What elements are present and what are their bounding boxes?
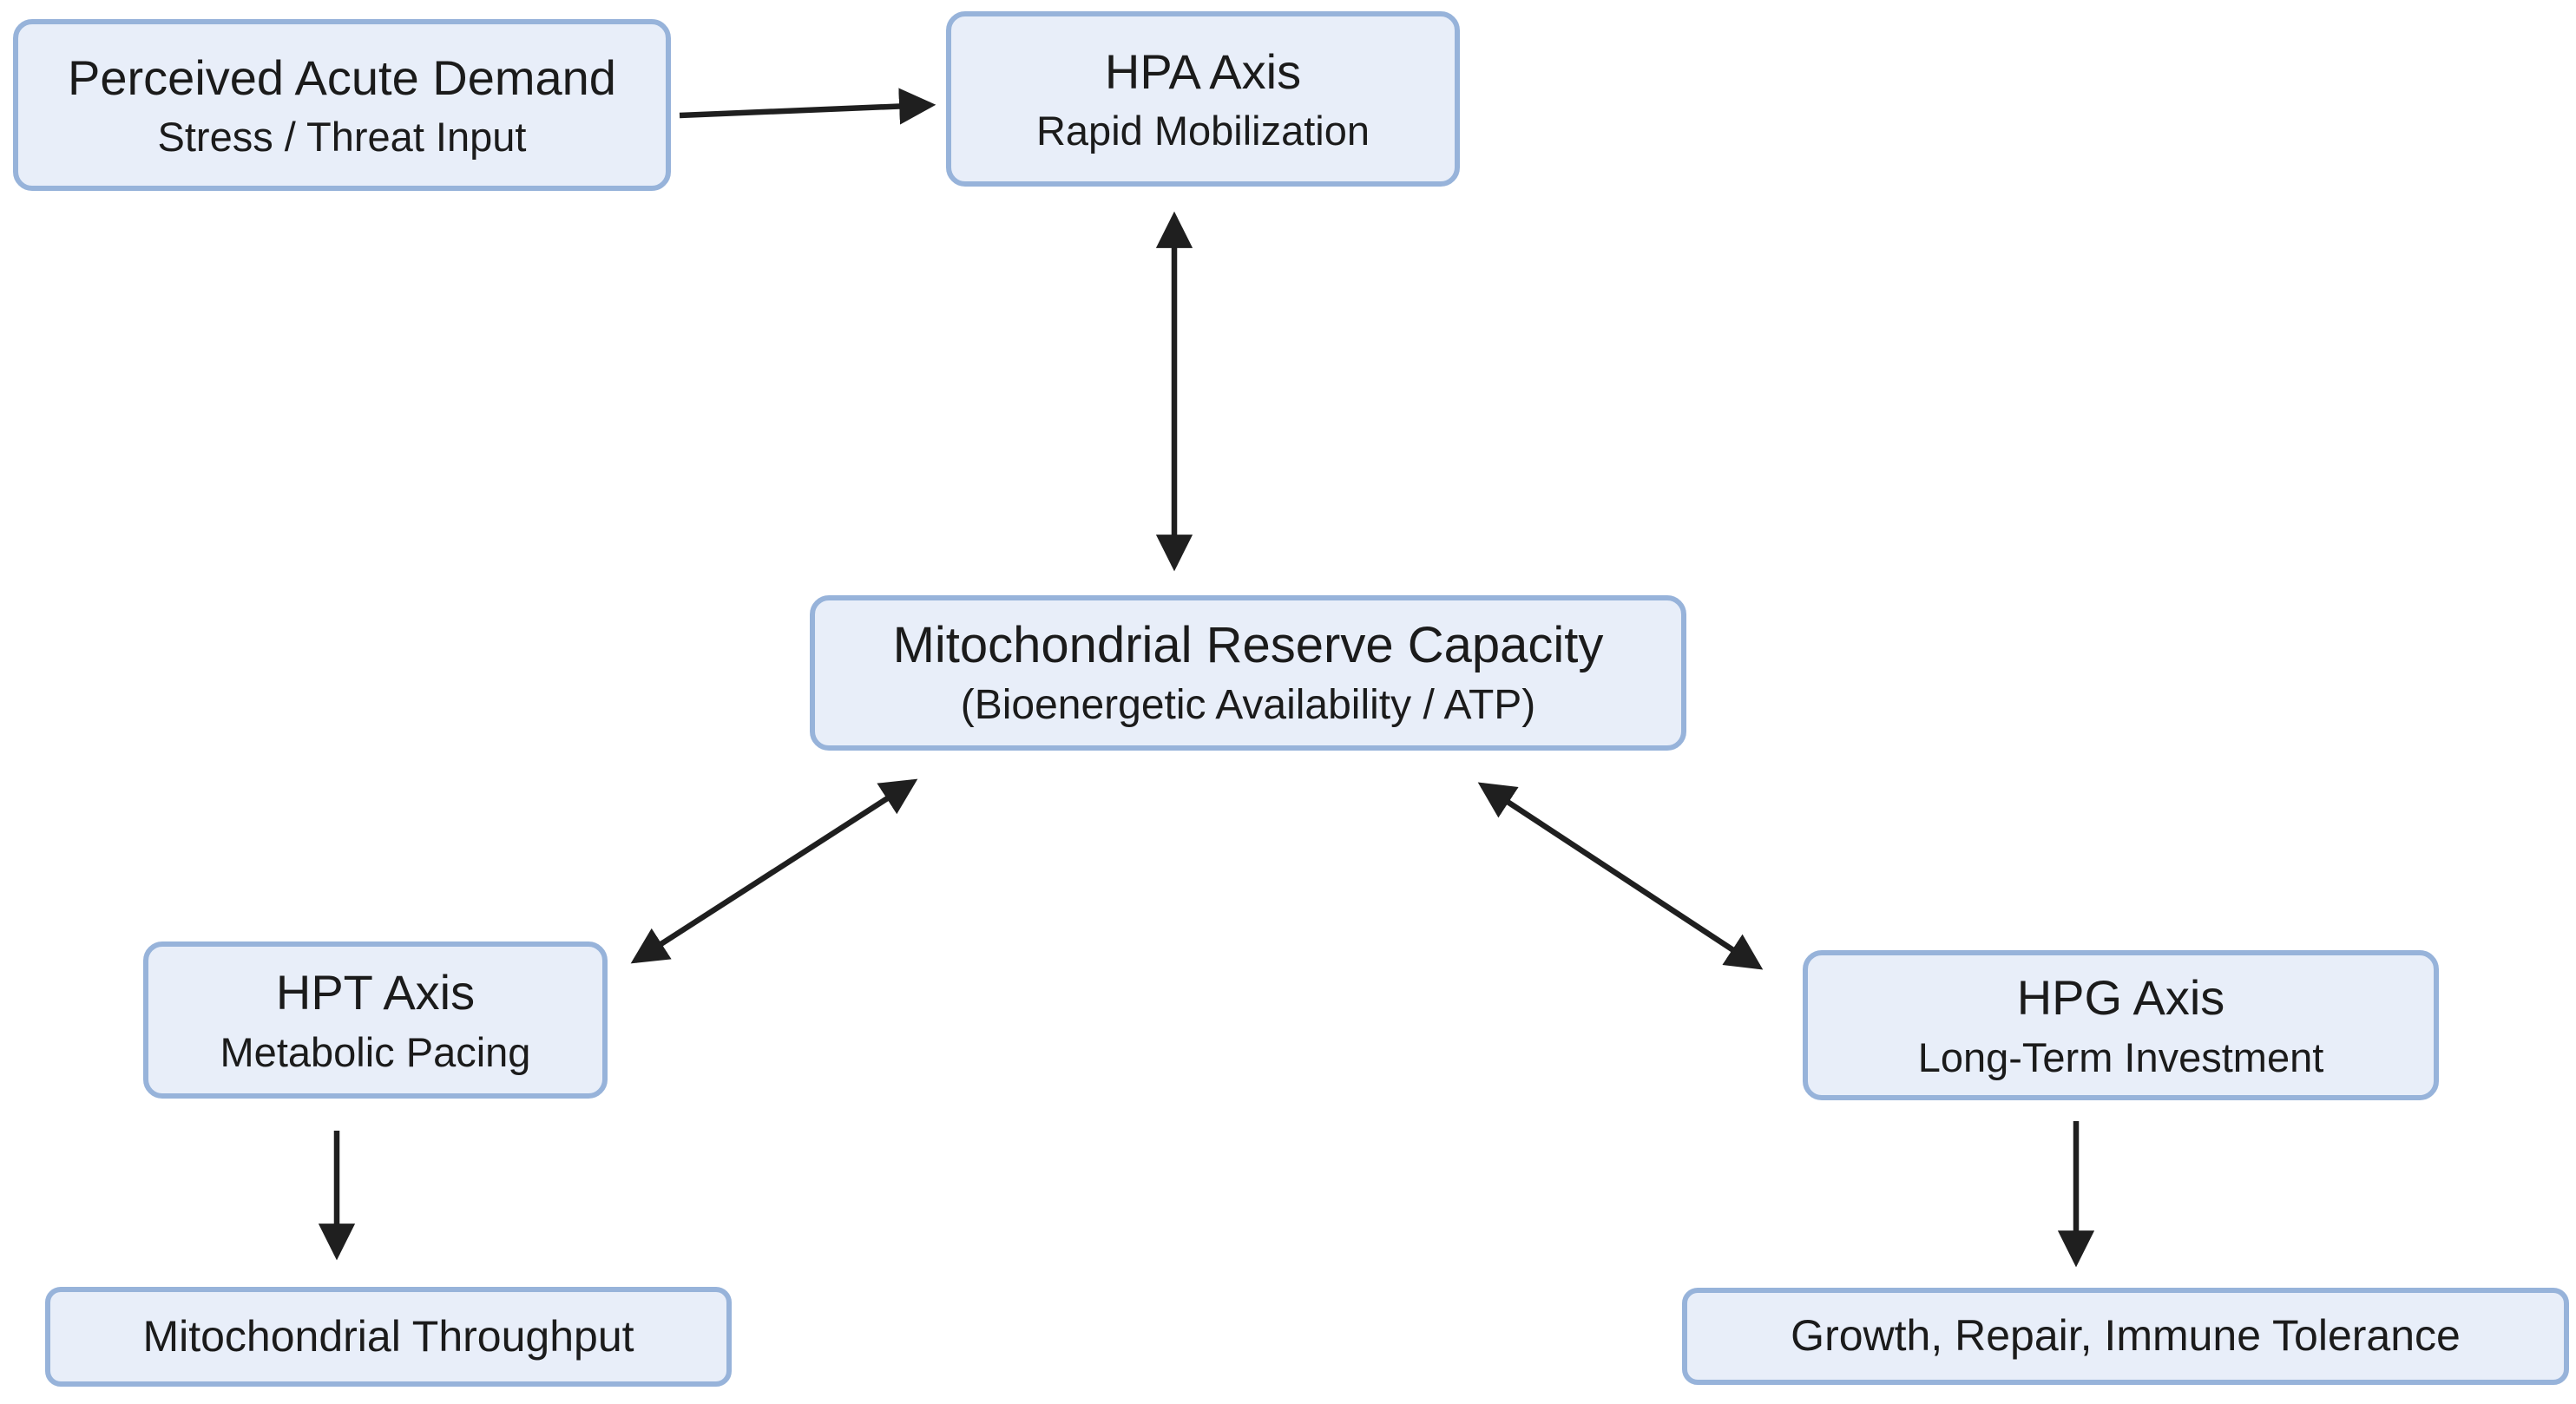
node-title: HPA Axis bbox=[1104, 43, 1302, 99]
node-hpt-axis: HPT Axis Metabolic Pacing bbox=[143, 941, 608, 1099]
node-mitochondrial-reserve-capacity: Mitochondrial Reserve Capacity (Bioenerg… bbox=[810, 595, 1686, 751]
node-subtitle: Metabolic Pacing bbox=[220, 1028, 531, 1075]
node-title: Perceived Acute Demand bbox=[68, 49, 616, 105]
node-growth-repair-immune-tolerance: Growth, Repair, Immune Tolerance bbox=[1682, 1288, 2569, 1385]
node-subtitle: Stress / Threat Input bbox=[157, 114, 527, 161]
node-title: Growth, Repair, Immune Tolerance bbox=[1791, 1311, 2461, 1361]
arrow-mito-reserve-hpg bbox=[1477, 782, 1764, 970]
node-title: Mitochondrial Reserve Capacity bbox=[892, 616, 1604, 673]
node-title: Mitochondrial Throughput bbox=[142, 1311, 634, 1361]
node-subtitle: (Bioenergetic Availability / ATP) bbox=[960, 682, 1536, 729]
node-title: HPT Axis bbox=[275, 965, 476, 1020]
node-hpa-axis: HPA Axis Rapid Mobilization bbox=[946, 11, 1460, 187]
node-perceived-acute-demand: Perceived Acute Demand Stress / Threat I… bbox=[13, 19, 671, 191]
arrow-mito-reserve-hpt bbox=[630, 778, 918, 964]
node-mitochondrial-throughput: Mitochondrial Throughput bbox=[45, 1287, 732, 1387]
node-hpg-axis: HPG Axis Long-Term Investment bbox=[1803, 950, 2439, 1100]
arrow-demand-to-hpa bbox=[679, 88, 936, 125]
node-subtitle: Rapid Mobilization bbox=[1035, 108, 1370, 154]
node-title: HPG Axis bbox=[2016, 970, 2225, 1026]
node-subtitle: Long-Term Investment bbox=[1917, 1033, 2324, 1080]
